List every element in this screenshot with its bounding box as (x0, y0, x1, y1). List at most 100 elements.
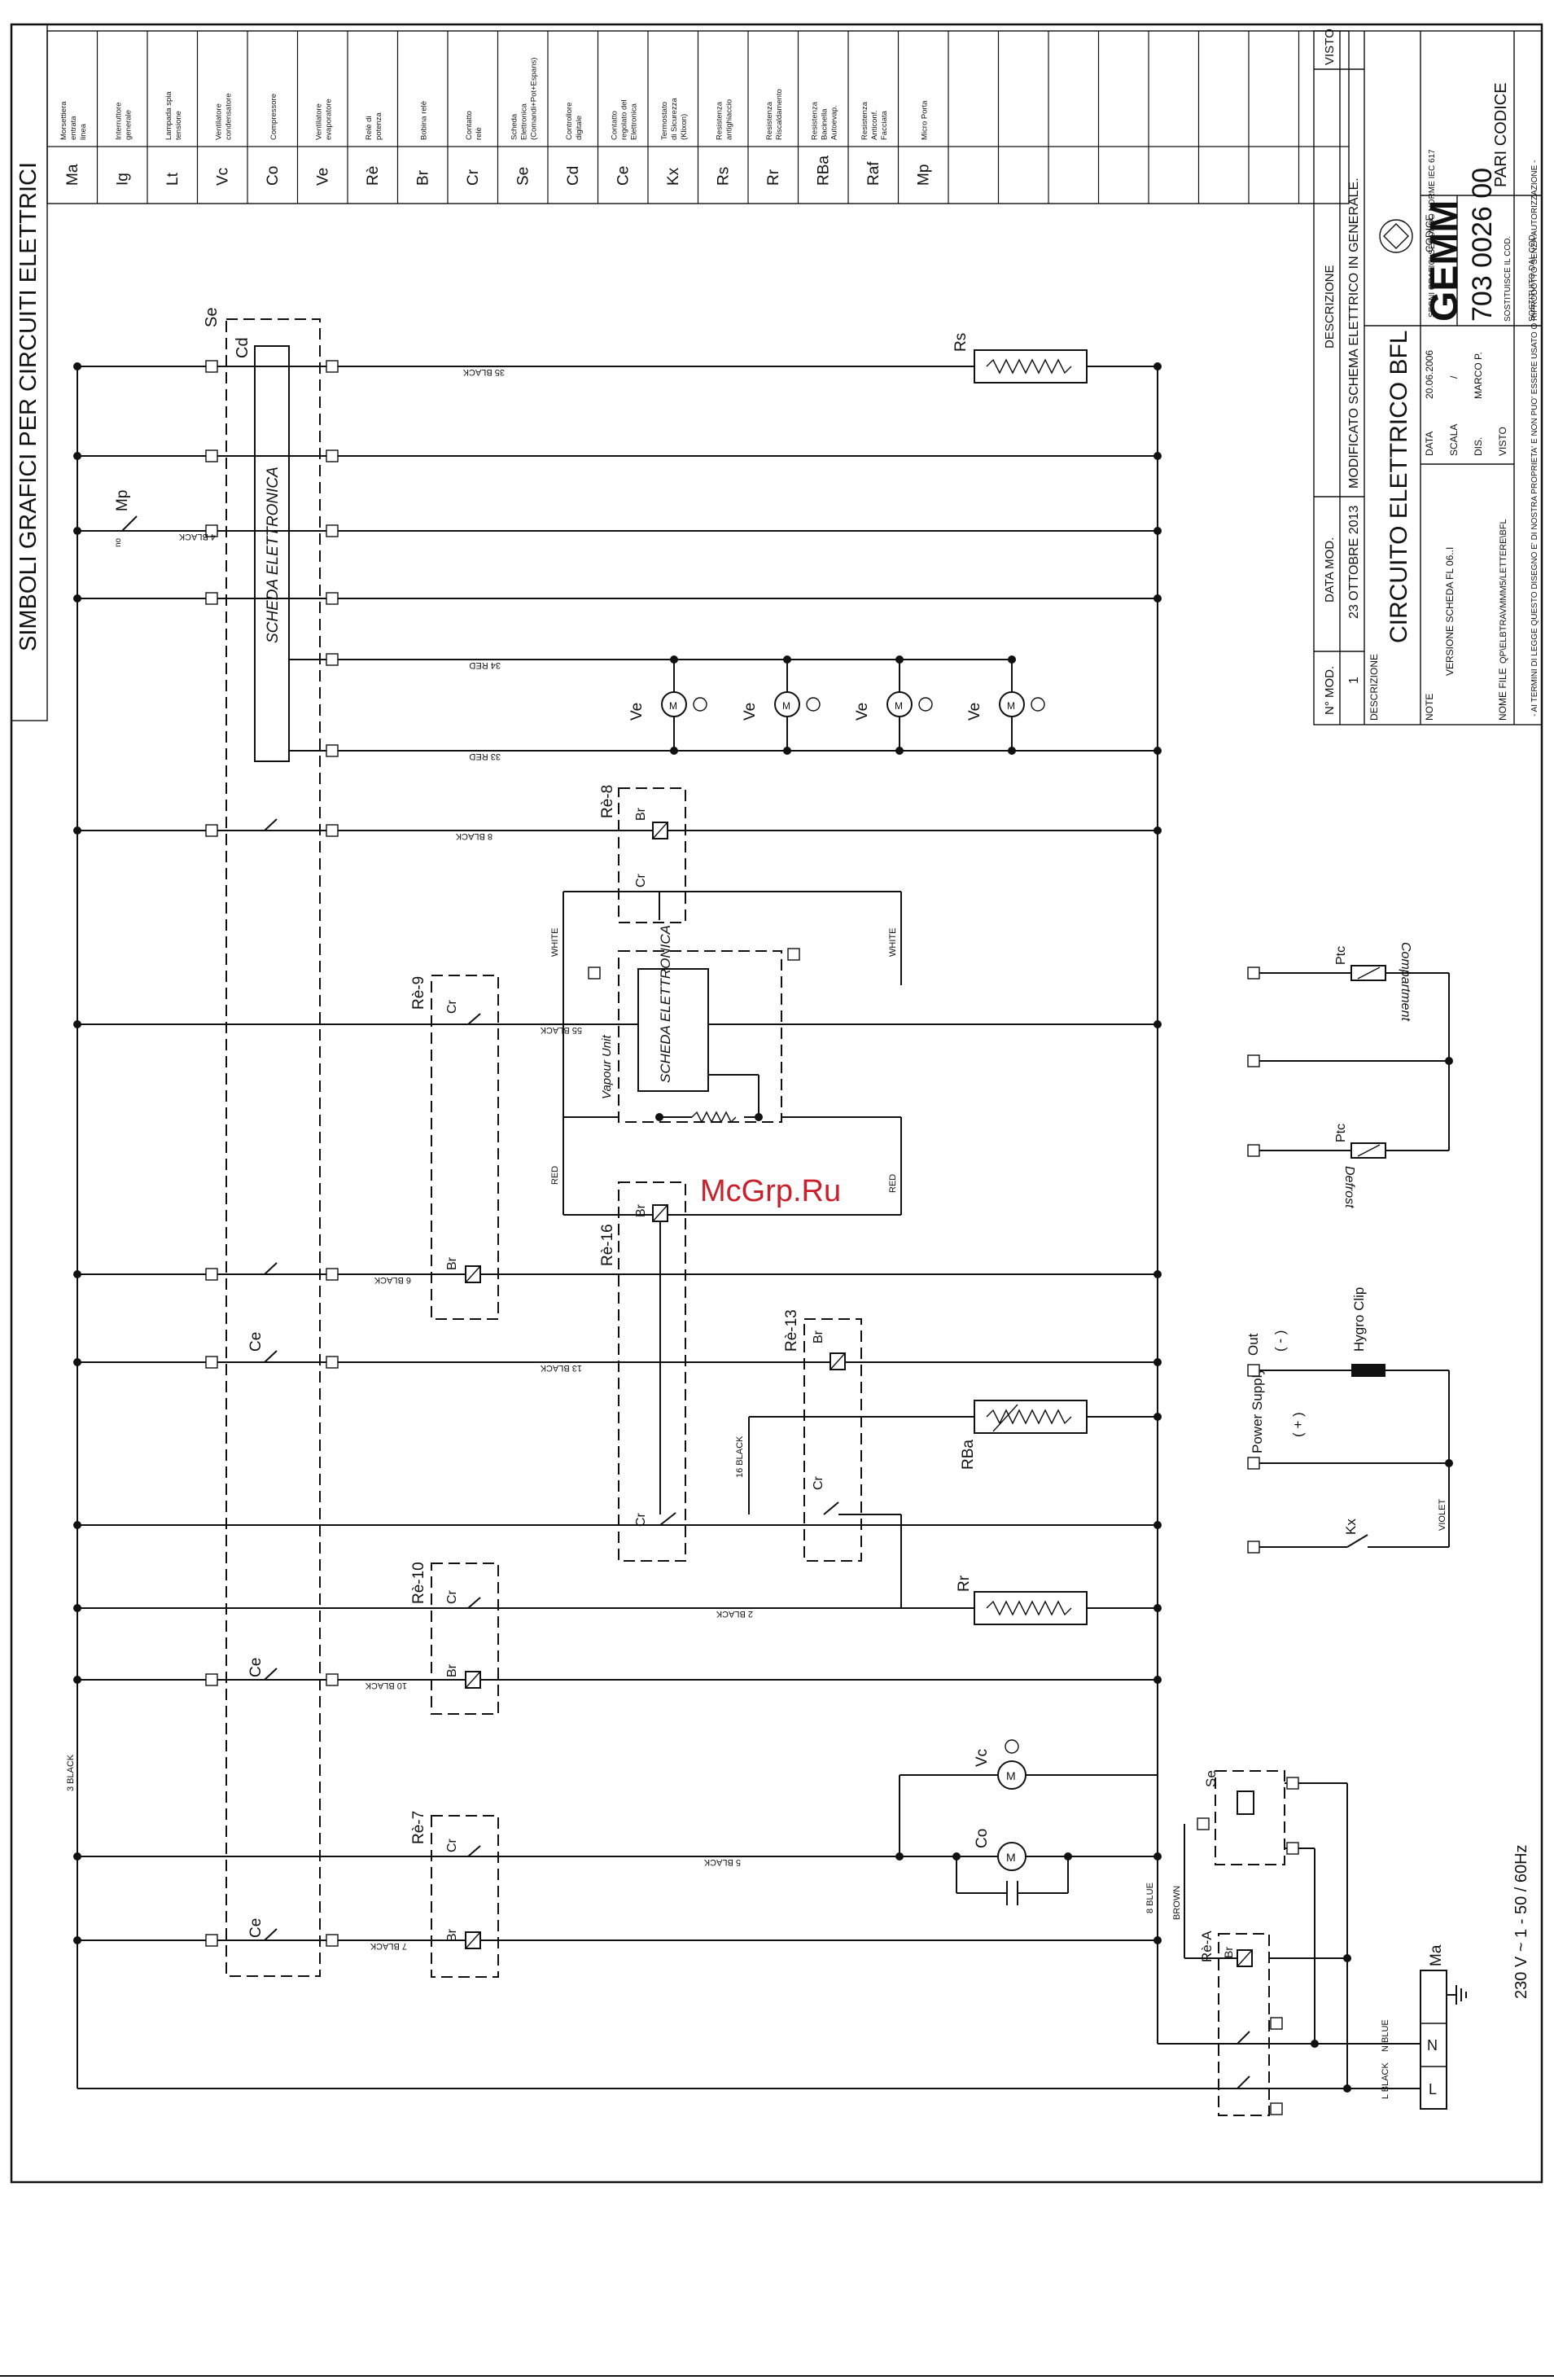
brand-name: GEMM (1423, 200, 1466, 322)
ptc-defrost-label: Ptc (1334, 1124, 1348, 1142)
re16-frame (618, 1181, 686, 1562)
rr-label: Rr (956, 1575, 973, 1592)
ve-label: Ve (628, 703, 646, 721)
legend-desc: regolato del (619, 99, 628, 140)
legend-desc: (Comandi+Pot+Espans) (529, 58, 538, 140)
legend-desc: Controllore (565, 103, 574, 140)
wire-label: 8 BLACK (455, 831, 492, 841)
ptc-comp-label: Ptc (1334, 946, 1348, 965)
legend-code: Kx (665, 167, 682, 186)
legend-code: Co (265, 166, 282, 186)
terminal-icon (326, 1934, 339, 1947)
legend-desc: entrata (69, 116, 78, 140)
legend-desc: Micro Porta (920, 100, 929, 140)
re7-contact (467, 1845, 481, 1857)
legend-desc: Facciata (880, 110, 889, 140)
co-label: Co (974, 1829, 991, 1848)
re7-br: Br (445, 1928, 459, 1942)
svg-text:M: M (1006, 1769, 1016, 1782)
codice-value: 703 0026 00 (1467, 168, 1498, 322)
re10-cr: Cr (445, 1589, 459, 1604)
legend-code: Cr (465, 169, 482, 186)
ma-l: L (1429, 2081, 1437, 2097)
terminal-icon (588, 966, 601, 980)
main-scheda-label: SCHEDA ELETTRONICA (265, 467, 282, 643)
circuit-title: CIRCUITO ELETTRICO BFL (1385, 331, 1412, 644)
legend-code: Cd (565, 166, 582, 186)
legend-code: Ve (314, 168, 331, 186)
legend-desc: tensione (174, 111, 183, 140)
legend-code: Rè (365, 166, 382, 186)
legend-desc: Termostato (660, 102, 669, 140)
terminal-icon (326, 449, 339, 462)
ve-label: Ve (742, 703, 759, 721)
terminal-icon (1247, 1541, 1260, 1554)
out-label: Out (1245, 1333, 1261, 1356)
legend-code: Br (414, 169, 431, 186)
sensor-group: Ptc Compartment Ptc Defrost Out ( - ) Po… (1245, 942, 1453, 1548)
rea-frame (1218, 1933, 1270, 2116)
pari-codice: PARI CODICE (1492, 82, 1510, 187)
visto-label: VISTO (1323, 28, 1337, 65)
ma-terminal-block (1420, 1970, 1447, 2110)
sheet-frame (10, 23, 1543, 2184)
segni-grafici: SEGNI GRAFICI SECONDO NORME IEC 617 (1428, 149, 1437, 318)
legend-desc: Resistenza (715, 101, 724, 140)
legend-desc: potenza (374, 112, 383, 140)
terminal-icon (787, 948, 800, 961)
legend-desc: Morsettiera (59, 101, 68, 140)
rea-label: Rè-A (1199, 1931, 1215, 1962)
re13-br: Br (812, 1330, 825, 1343)
ve-fan-motor-icon (661, 691, 687, 717)
legend-desc: antighiaccio (724, 99, 733, 140)
re9-label: Rè-9 (410, 976, 427, 1010)
red-right-label: RED (888, 1174, 898, 1193)
header-column (11, 24, 48, 721)
ve-fan-motor-icon (774, 691, 800, 717)
re16-cr: Cr (634, 1512, 648, 1527)
se-board-frame (225, 318, 321, 1977)
legend-desc: relè (475, 127, 484, 140)
motor-m-icon: M (669, 700, 677, 712)
legend-desc: Ventilatore (314, 103, 323, 140)
legend-desc: Elettronica (519, 103, 528, 140)
legend-desc: generale (124, 110, 133, 140)
legend-desc: evaporatore (324, 99, 333, 140)
wire-16-black: 16 BLACK (735, 1435, 745, 1478)
ce-contact-icon (264, 1928, 278, 1941)
re8-frame (618, 787, 686, 923)
ce-label: Ce (247, 1658, 265, 1677)
white-left-label: WHITE (550, 928, 560, 957)
circuit-diagram: 3 BLACK SCHEDA ELETTRONICA Se Cd Rs Mp (66, 308, 1530, 2116)
wire-label: 4 BLACK (178, 532, 216, 541)
terminal-icon (205, 1673, 218, 1686)
ce-contact-icon (264, 818, 278, 831)
visto2-label: VISTO (1497, 427, 1508, 456)
sostituisce-label: SOSTITUISCE IL COD. (1504, 236, 1512, 322)
vapour-scheda-elettronica (637, 968, 709, 1092)
ve-label: Ve (966, 703, 983, 721)
re8-label: Rè-8 (599, 785, 616, 818)
terminal-icon (1286, 1842, 1299, 1855)
hygro-label: Hygro Clip (1351, 1287, 1367, 1352)
vc-label: Vc (974, 1749, 991, 1767)
legend-desc: Ventilatore (214, 103, 223, 140)
rr-resistor (974, 1591, 1088, 1625)
rba-label: RBa (960, 1440, 977, 1470)
mp-label: Mp (114, 490, 131, 511)
vapour-unit-label: Vapour Unit (600, 1035, 614, 1099)
wire-label: 6 BLACK (374, 1275, 411, 1285)
terminal-icon (1247, 1054, 1260, 1067)
terminal-icon (1247, 1457, 1260, 1470)
vapour-scheda-label-1: SCHEDA ELETTRONICA (658, 925, 673, 1083)
legend-code: Mp (915, 164, 932, 186)
terminal-icon (326, 360, 339, 373)
se-right-label: Se (1203, 1770, 1219, 1787)
wire-label: 5 BLACK (703, 1857, 741, 1867)
legend-code: Rr (765, 169, 782, 186)
legend-code: Rs (715, 167, 732, 186)
legend-desc: Bacinella (820, 108, 829, 140)
power-supply-label: Power Supply (1250, 1368, 1265, 1453)
ce-contact-icon (264, 1262, 278, 1275)
terminal-icon (326, 824, 339, 837)
